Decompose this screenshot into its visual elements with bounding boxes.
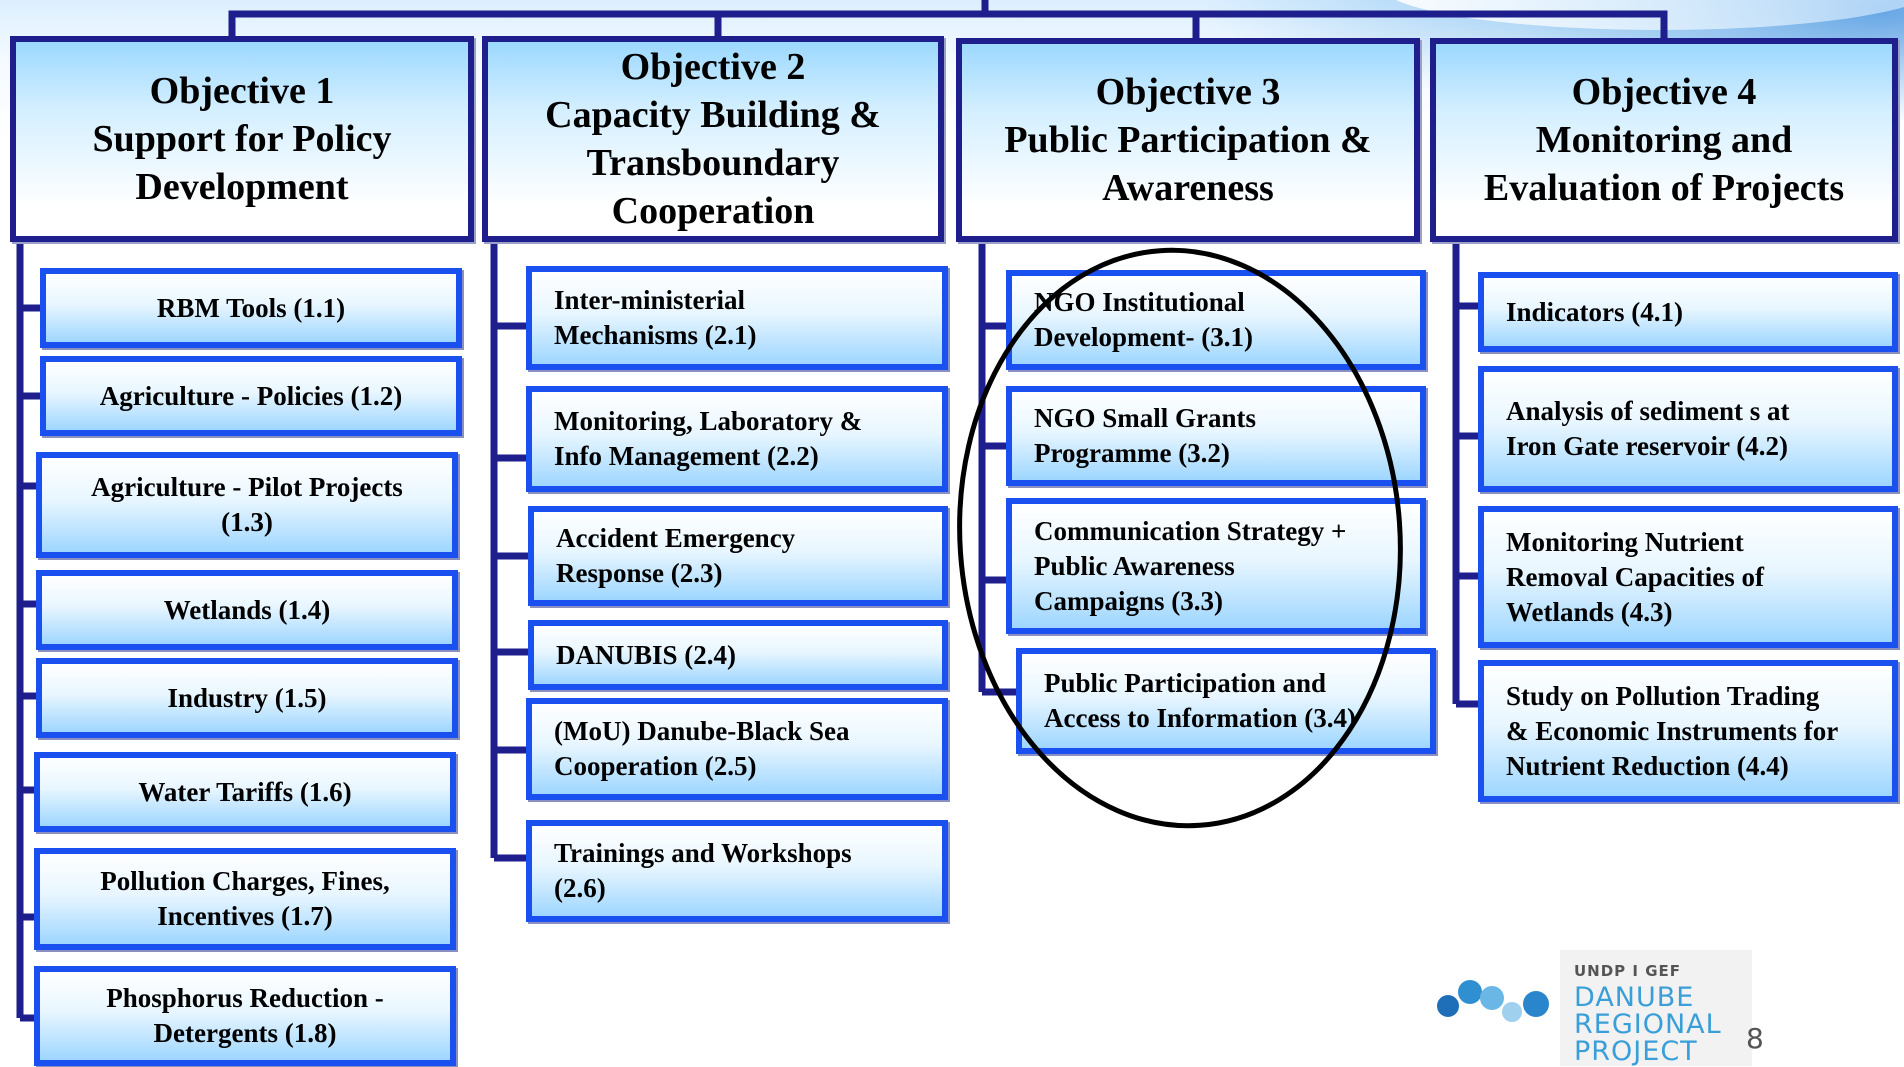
activity-4-3-label-line-2: Removal Capacities of	[1506, 561, 1764, 592]
activity-1-3-label-line-1: Agriculture - Pilot Projects	[91, 472, 403, 502]
activity-1-5: Industry (1.5)	[36, 658, 458, 738]
activity-4-2-label-line-2: Iron Gate reservoir (4.2)	[1506, 431, 1788, 461]
activity-4-4: Study on Pollution Trading & Economic In…	[1478, 660, 1898, 802]
objective-2-line-2: Capacity Building &	[545, 94, 881, 136]
activity-1-8-label-line-1: Phosphorus Reduction -	[106, 983, 384, 1013]
activity-2-6: Trainings and Workshops (2.6)	[526, 820, 948, 922]
activity-1-8: Phosphorus Reduction - Detergents (1.8)	[34, 966, 456, 1066]
activity-3-3-label-line-1: Communication Strategy +	[1034, 515, 1347, 546]
objective-1-title: Objective 1	[149, 70, 335, 112]
objective-4-line-3: Evaluation of Projects	[1483, 167, 1845, 209]
objective-2-line-3: Transboundary	[586, 142, 840, 184]
activity-1-2: Agriculture - Policies (1.2)	[40, 356, 462, 436]
activity-2-2: Monitoring, Laboratory & Info Management…	[526, 386, 948, 492]
objective-2-box: Objective 2 Capacity Building & Transbou…	[482, 36, 944, 242]
activity-2-6-label-line-1: Trainings and Workshops	[554, 838, 852, 868]
objective-2-title: Objective 2	[620, 46, 806, 88]
danube-project-logo	[1437, 950, 1752, 1066]
activity-1-4: Wetlands (1.4)	[36, 570, 458, 650]
objective-1-line-3: Development	[135, 166, 349, 208]
activity-1-7-label-line-1: Pollution Charges, Fines,	[100, 866, 390, 896]
activity-2-1-label-line-2: Mechanisms (2.1)	[554, 320, 757, 350]
logo-line-project: PROJECT	[1574, 1036, 1698, 1067]
highlight-ellipse-shape	[957, 247, 1403, 829]
logo-undp-gef: UNDP I GEF	[1574, 962, 1682, 980]
activity-3-4-label-line-2: Access to Information (3.4)	[1044, 703, 1356, 733]
activity-2-4: DANUBIS (2.4)	[528, 620, 948, 690]
activity-4-3-label-line-1: Monitoring Nutrient	[1506, 526, 1744, 557]
activity-1-6-label: Water Tariffs (1.6)	[138, 776, 352, 807]
objective-3-title: Objective 3	[1095, 71, 1281, 113]
activity-4-3: Monitoring Nutrient Removal Capacities o…	[1478, 506, 1898, 648]
activity-3-3-label-line-3: Campaigns (3.3)	[1034, 585, 1224, 616]
activity-4-1-label: Indicators (4.1)	[1506, 296, 1683, 327]
activity-3-3-label-line-2: Public Awareness	[1034, 550, 1235, 581]
activity-4-1: Indicators (4.1)	[1478, 272, 1898, 352]
objective-1-line-2: Support for Policy	[92, 118, 392, 160]
objective-4-box: Objective 4 Monitoring and Evaluation of…	[1430, 38, 1898, 242]
activity-2-2-label-line-1: Monitoring, Laboratory &	[554, 406, 863, 436]
activity-4-4-label-line-3: Nutrient Reduction (4.4)	[1506, 750, 1789, 781]
activity-1-6: Water Tariffs (1.6)	[34, 752, 456, 832]
activity-2-3: Accident Emergency Response (2.3)	[528, 506, 948, 606]
activity-3-1: NGO Institutional Development- (3.1)	[1006, 270, 1426, 370]
activity-2-1-label-line-1: Inter-ministerial	[554, 285, 745, 315]
activity-4-4-label-line-1: Study on Pollution Trading	[1506, 680, 1820, 711]
activity-2-5-label-line-2: Cooperation (2.5)	[554, 751, 757, 781]
activity-3-3: Communication Strategy + Public Awarenes…	[1006, 498, 1426, 634]
activity-1-7-label-line-2: Incentives (1.7)	[157, 901, 333, 931]
objective-3-line-2: Public Participation &	[1004, 119, 1372, 161]
activity-2-2-label-line-2: Info Management (2.2)	[554, 441, 819, 471]
objective-4-title: Objective 4	[1571, 71, 1757, 113]
activity-1-3: Agriculture - Pilot Projects (1.3)	[36, 452, 458, 558]
activity-2-5: (MoU) Danube-Black Sea Cooperation (2.5)	[526, 698, 948, 800]
activity-1-1: RBM Tools (1.1)	[40, 268, 462, 348]
objective-3-box: Objective 3 Public Participation & Aware…	[956, 38, 1420, 242]
objective-2-line-4: Cooperation	[611, 190, 815, 232]
activity-1-4-label: Wetlands (1.4)	[163, 594, 331, 625]
objective-4-line-2: Monitoring and	[1535, 119, 1793, 161]
objective-3-line-3: Awareness	[1102, 167, 1274, 209]
activity-2-3-label-line-1: Accident Emergency	[556, 523, 796, 553]
activity-3-1-label-line-2: Development- (3.1)	[1034, 322, 1253, 352]
activity-2-4-label: DANUBIS (2.4)	[556, 639, 737, 670]
activity-4-2-label-line-1: Analysis of sediment s at	[1506, 396, 1790, 426]
activity-1-2-label: Agriculture - Policies (1.2)	[99, 380, 403, 411]
activity-1-1-label: RBM Tools (1.1)	[156, 292, 346, 323]
activity-4-3-label-line-3: Wetlands (4.3)	[1506, 596, 1673, 627]
activity-2-5-label-line-1: (MoU) Danube-Black Sea	[554, 716, 850, 746]
activity-3-1-label-line-1: NGO Institutional	[1034, 287, 1245, 317]
activity-1-8-label-line-2: Detergents (1.8)	[153, 1018, 337, 1048]
activity-1-7: Pollution Charges, Fines, Incentives (1.…	[34, 848, 456, 950]
activity-2-6-label-line-2: (2.6)	[554, 873, 606, 903]
activity-3-2: NGO Small Grants Programme (3.2)	[1006, 386, 1426, 486]
activity-3-4-label-line-1: Public Participation and	[1044, 668, 1327, 698]
logo-line-danube: DANUBE	[1574, 982, 1695, 1013]
activity-2-1: Inter-ministerial Mechanisms (2.1)	[526, 266, 948, 370]
activity-4-4-label-line-2: & Economic Instruments for	[1506, 715, 1839, 746]
activity-3-2-label-line-1: NGO Small Grants	[1034, 403, 1257, 433]
activity-1-3-label-line-2: (1.3)	[221, 507, 273, 537]
activity-3-2-label-line-2: Programme (3.2)	[1034, 438, 1230, 468]
activity-1-5-label: Industry (1.5)	[167, 682, 327, 713]
page-number: 8	[1746, 1022, 1764, 1055]
activity-4-2: Analysis of sediment s at Iron Gate rese…	[1478, 366, 1898, 492]
activity-2-3-label-line-2: Response (2.3)	[556, 558, 723, 588]
logo-text: UNDP I GEF DANUBE REGIONAL PROJECT	[1574, 962, 1722, 1065]
objective-1-box: Objective 1 Support for Policy Developme…	[10, 36, 474, 242]
logo-line-regional: REGIONAL	[1574, 1009, 1722, 1040]
